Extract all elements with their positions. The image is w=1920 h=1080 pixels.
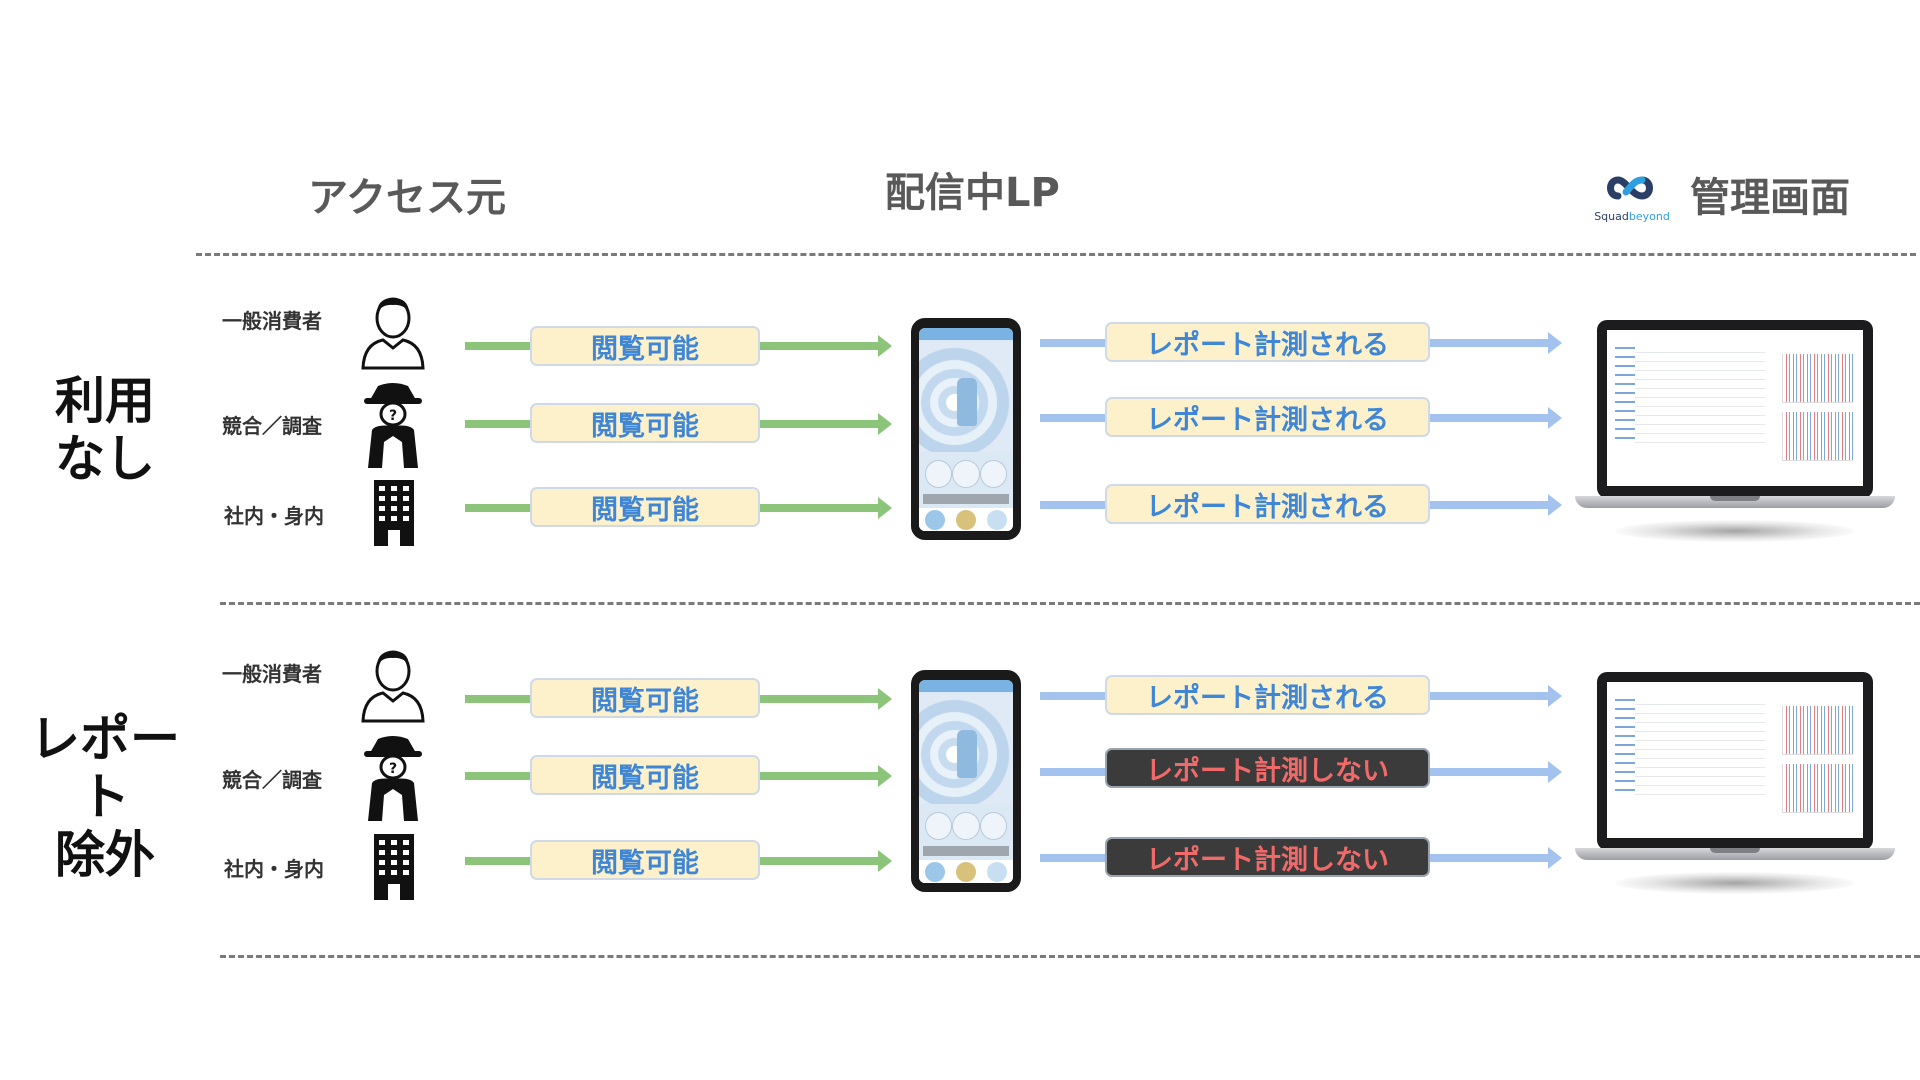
section-label-no-usage: 利用 なし xyxy=(40,372,170,488)
squad-beyond-icon xyxy=(1607,176,1653,200)
access-arrow xyxy=(760,335,892,357)
access-arrow xyxy=(760,688,892,710)
report-pill: レポート計測される xyxy=(1105,675,1430,715)
divider-bottom xyxy=(220,955,1920,958)
access-arrow xyxy=(760,765,892,787)
section-label-line2: なし xyxy=(55,430,155,488)
access-pill: 閲覧可能 xyxy=(530,755,760,795)
report-arrow xyxy=(1040,339,1105,347)
section-label-report-exclusion: レポート 除外 xyxy=(10,710,200,884)
access-arrow xyxy=(465,772,530,780)
access-arrow xyxy=(760,850,892,872)
access-pill: 閲覧可能 xyxy=(530,678,760,718)
report-arrow xyxy=(1430,494,1562,516)
section-label-line2: 除外 xyxy=(55,826,155,884)
report-arrow xyxy=(1430,847,1562,869)
access-pill: 閲覧可能 xyxy=(530,403,760,443)
section-label-line1: 利用 xyxy=(55,372,155,430)
svg-text:?: ? xyxy=(389,408,397,424)
header-lp: 配信中LP xyxy=(885,170,1060,216)
squad-beyond-logo: Squadbeyond xyxy=(1590,166,1674,226)
logo-text-b: beyond xyxy=(1628,210,1670,223)
building-icon xyxy=(372,478,416,552)
report-arrow xyxy=(1040,501,1105,509)
report-arrow xyxy=(1040,768,1105,776)
report-arrow xyxy=(1040,414,1105,422)
access-arrow xyxy=(465,342,530,350)
source-label: 一般消費者 xyxy=(222,662,322,686)
building-icon xyxy=(372,832,416,906)
report-arrow xyxy=(1430,685,1562,707)
source-label: 競合／調査 xyxy=(222,768,322,792)
access-arrow xyxy=(760,497,892,519)
lp-phone-mockup xyxy=(911,670,1021,892)
source-label: 社内・身内 xyxy=(224,504,324,528)
header-source: アクセス元 xyxy=(308,175,506,221)
logo-text-a: Squad xyxy=(1594,210,1629,223)
access-arrow xyxy=(465,420,530,428)
access-arrow xyxy=(465,504,530,512)
report-pill: レポート計測される xyxy=(1105,397,1430,437)
access-pill: 閲覧可能 xyxy=(530,487,760,527)
person-icon xyxy=(358,290,428,374)
report-pill: レポート計測される xyxy=(1105,322,1430,362)
admin-laptop-mockup xyxy=(1575,672,1895,894)
access-pill: 閲覧可能 xyxy=(530,840,760,880)
spy-icon: ? xyxy=(362,380,424,474)
source-label: 一般消費者 xyxy=(222,309,322,333)
report-arrow xyxy=(1430,761,1562,783)
report-pill: レポート計測される xyxy=(1105,484,1430,524)
header-admin: 管理画面 xyxy=(1690,175,1850,221)
divider-top xyxy=(196,253,1916,256)
source-label: 競合／調査 xyxy=(222,414,322,438)
access-arrow xyxy=(465,857,530,865)
source-label: 社内・身内 xyxy=(224,857,324,881)
access-pill: 閲覧可能 xyxy=(530,326,760,366)
report-arrow xyxy=(1040,854,1105,862)
divider-middle xyxy=(220,602,1920,605)
report-arrow xyxy=(1430,407,1562,429)
access-arrow xyxy=(465,695,530,703)
report-arrow xyxy=(1040,692,1105,700)
report-excluded-pill: レポート計測しない xyxy=(1105,748,1430,788)
admin-laptop-mockup xyxy=(1575,320,1895,542)
person-icon xyxy=(358,643,428,727)
svg-text:?: ? xyxy=(389,761,397,777)
report-excluded-pill: レポート計測しない xyxy=(1105,837,1430,877)
spy-icon: ? xyxy=(362,733,424,827)
section-label-line1: レポート xyxy=(30,710,180,826)
lp-phone-mockup xyxy=(911,318,1021,540)
access-arrow xyxy=(760,413,892,435)
report-arrow xyxy=(1430,332,1562,354)
